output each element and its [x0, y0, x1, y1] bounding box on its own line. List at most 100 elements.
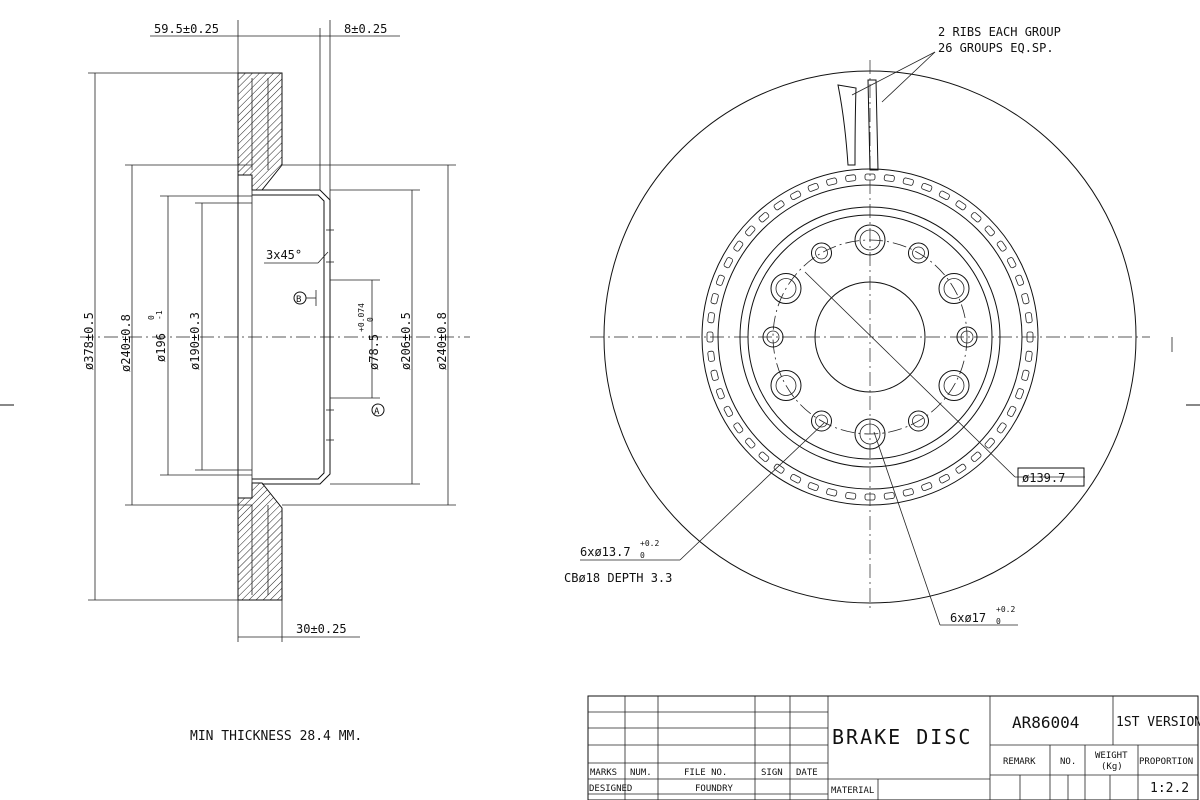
pcd-box [1017, 467, 1085, 487]
vent-slot [710, 293, 719, 305]
vent-slot [706, 331, 714, 343]
vent-slots [706, 173, 1034, 501]
dim-196: ø196 [154, 333, 168, 362]
dim-190: ø190±0.3 [188, 312, 202, 370]
tb-no: NO. [1060, 757, 1076, 767]
vent-slot [902, 177, 914, 186]
front-view: 2 RIBS EACH GROUP 26 GROUPS EQ.SP. ø139.… [564, 25, 1173, 626]
dim-bore: ø78.5 [367, 334, 381, 370]
vent-slot [745, 225, 756, 237]
datum-a-marker [371, 403, 385, 417]
friction-ring-bottom [237, 482, 283, 601]
dim-outer-diameter: ø378±0.5 [82, 312, 96, 370]
dim-196-tol-top: 0 [147, 315, 156, 320]
datum-a-label: A [374, 407, 380, 417]
vent-slot [996, 422, 1007, 434]
vent-slot [970, 212, 982, 223]
dim-206: ø206±0.5 [399, 312, 413, 370]
tb-weight-line2: (Kg) [1101, 762, 1123, 772]
tb-remark: REMARK [1003, 757, 1036, 767]
bolt-hole [762, 326, 784, 348]
dim-disc-thickness: 30±0.25 [296, 622, 347, 636]
vent-slot [773, 463, 785, 474]
bolt-hole [938, 273, 970, 304]
vent-slot [996, 240, 1007, 252]
dim-hat-thickness: 8±0.25 [344, 22, 387, 36]
hole-a-tol-bot: 0 [640, 551, 645, 560]
vent-slot [970, 451, 982, 462]
datum-b-label: B [296, 295, 301, 305]
vent-slot [984, 225, 995, 237]
bolt-hole-inner [775, 375, 797, 396]
vent-slot [864, 173, 876, 181]
tb-sign: SIGN [761, 768, 783, 778]
vent-slot [707, 350, 715, 362]
vent-slot [1015, 274, 1025, 286]
tb-date: DATE [796, 768, 818, 778]
vent-slot [955, 463, 967, 474]
vent-slot [845, 492, 857, 500]
title-block: MARKS NUM. FILE NO. SIGN DATE DESIGNED F… [587, 695, 1200, 800]
vent-slot [733, 240, 744, 252]
rib-note-line1: 2 RIBS EACH GROUP [938, 25, 1061, 39]
bolt-hole-inner [960, 330, 974, 344]
dim-240-left: ø240±0.8 [119, 314, 133, 372]
vent-slot [1026, 331, 1034, 343]
vent-slot [826, 488, 838, 497]
bolt-hole-inner [943, 278, 965, 299]
tb-scale: 1:2.2 [1150, 781, 1189, 796]
bolt-hole-inner [775, 278, 797, 299]
bolt-hole [770, 273, 802, 304]
bolt-hole [938, 370, 970, 401]
bolt-hole-inner [859, 423, 881, 445]
tb-material: MATERIAL [831, 786, 874, 796]
hole-b-tol-bot: 0 [996, 617, 1001, 626]
vent-slot [938, 473, 950, 484]
bolt-hole [908, 410, 929, 432]
vent-slot [938, 190, 950, 201]
vent-slot [710, 369, 719, 381]
vent-slot [883, 492, 895, 500]
rib-left [837, 84, 857, 166]
vent-slot [1021, 293, 1030, 305]
friction-ring-top [237, 72, 283, 191]
bolt-hole-inner [912, 246, 925, 260]
vent-slot [955, 200, 967, 211]
vent-slot [723, 405, 734, 417]
vent-slot [921, 182, 933, 192]
hole-a-tol-top: +0.2 [640, 539, 659, 548]
vent-slot [864, 493, 876, 501]
vent-slot [1006, 257, 1017, 269]
vent-slot [1025, 312, 1033, 324]
bolt-hole [854, 418, 886, 450]
bolt-hole [811, 242, 832, 264]
vent-slot [745, 437, 756, 449]
tb-designed: DESIGNED [589, 784, 632, 794]
bolt-hole-inner [943, 375, 965, 396]
bolt-hole [854, 224, 886, 256]
dim-bore-tol-bot: 0 [366, 317, 375, 322]
dim-196-tol-bot: -1 [155, 310, 164, 320]
rib-right [867, 79, 879, 171]
vent-slot [790, 473, 802, 484]
bolt-hole-inner [859, 229, 881, 251]
vent-slot [773, 200, 785, 211]
hole-a-label: 6xø13.7 [580, 545, 631, 559]
tb-num: NUM. [630, 768, 652, 778]
dim-offset: 59.5±0.25 [154, 22, 219, 36]
vent-slot [1015, 388, 1025, 400]
bolt-hole [770, 370, 802, 401]
hole-b-tol-top: +0.2 [996, 605, 1015, 614]
bolt-hole-inner [815, 414, 828, 428]
tb-proportion: PROPORTION [1139, 757, 1193, 767]
vent-slot [807, 482, 819, 492]
vent-slot [921, 482, 933, 492]
pcd-label: ø139.7 [1022, 471, 1065, 485]
min-thickness-note: MIN THICKNESS 28.4 MM. [190, 729, 362, 744]
hole-b-label: 6xø17 [950, 611, 986, 625]
vent-slot [807, 182, 819, 192]
tb-version: 1ST VERSION [1116, 715, 1200, 730]
vent-slot [715, 274, 725, 286]
bolt-hole [811, 410, 832, 432]
